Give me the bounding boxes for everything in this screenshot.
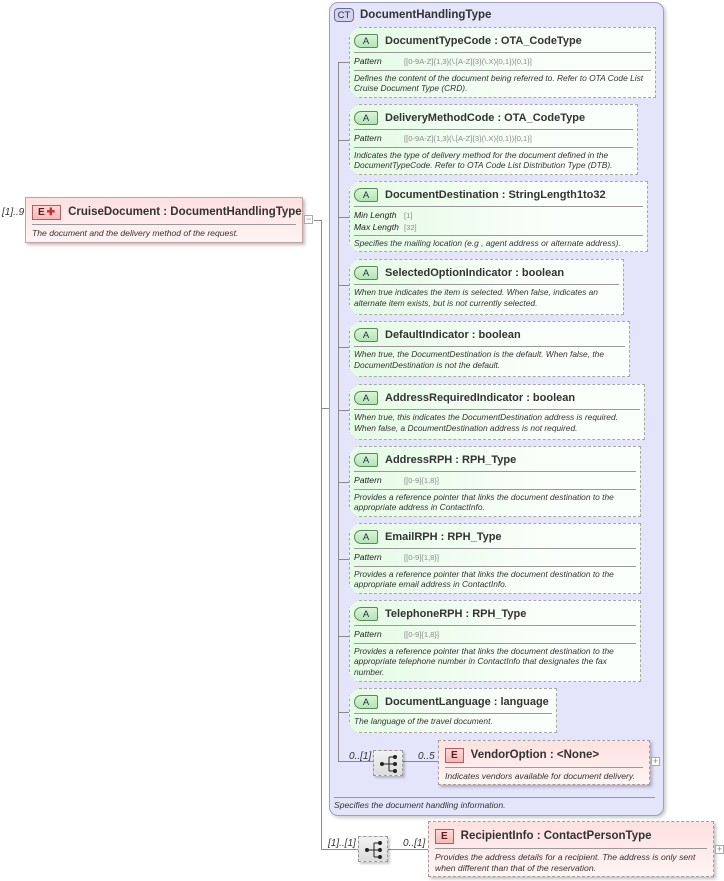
attribute-title: DocumentLanguage : language — [385, 696, 549, 708]
attribute-facets: Pattern[[0-9A-Z]{1,3}(\.[A-Z]{3}(\.X){0,… — [354, 52, 651, 70]
attribute-documenttypecode[interactable]: A DocumentTypeCode : OTA_CodeType Pattern… — [349, 27, 656, 98]
attribute-description: Specifies the mailing location (e.g , ag… — [354, 235, 643, 249]
occurrence-label: [1]..[1] — [328, 838, 356, 849]
occurrence-label: 0..[1] — [349, 751, 372, 762]
connector — [338, 636, 349, 637]
attribute-badge-icon: A — [354, 328, 378, 342]
connector — [314, 220, 322, 221]
attribute-facets: Pattern[[0-9A-Z]{1,3}(\.[A-Z]{3}(\.X){0,… — [354, 129, 633, 147]
attribute-badge-icon: A — [354, 530, 378, 544]
connector — [338, 761, 373, 762]
connector — [338, 140, 349, 141]
collapse-toggle-icon[interactable]: − — [304, 214, 313, 224]
root-element-cruisedocument[interactable]: E✚ CruiseDocument : DocumentHandlingType… — [25, 197, 303, 243]
expand-toggle-icon[interactable]: + — [715, 844, 724, 854]
complex-type-description: Specifies the document handling informat… — [334, 797, 655, 810]
connector — [338, 712, 349, 713]
attribute-deliverymethodcode[interactable]: A DeliveryMethodCode : OTA_CodeType Patte… — [349, 104, 638, 175]
attribute-title: DocumentTypeCode : OTA_CodeType — [385, 35, 582, 47]
attribute-description: When true indicates the item is selected… — [354, 284, 619, 308]
complex-type-title: DocumentHandlingType — [360, 9, 492, 21]
attribute-badge-icon: A — [354, 453, 378, 467]
attribute-title: TelephoneRPH : RPH_Type — [385, 608, 527, 620]
element-badge-icon: E✚ — [32, 204, 62, 220]
element-title: VendorOption : <None> — [470, 749, 600, 761]
element-badge-icon: E — [435, 828, 454, 844]
attribute-description: Defines the content of the document bein… — [354, 70, 651, 94]
attribute-badge-icon: A — [354, 111, 378, 125]
element-badge-icon: E — [445, 747, 464, 763]
attribute-title: AddressRequiredIndicator : boolean — [385, 392, 576, 404]
attribute-description: When true, this indicates the DocumentDe… — [354, 409, 640, 433]
attribute-title: DeliveryMethodCode : OTA_CodeType — [385, 112, 586, 124]
attribute-badge-icon: A — [354, 391, 378, 405]
attribute-badge-icon: A — [354, 607, 378, 621]
occurrence-label: 0..[1] — [403, 838, 426, 849]
element-title: RecipientInfo : ContactPersonType — [460, 830, 652, 842]
connector — [338, 482, 349, 483]
connector — [338, 559, 349, 560]
attribute-badge-icon: A — [354, 34, 378, 48]
element-description: Indicates vendors available for document… — [445, 767, 643, 782]
attribute-description: Indicates the type of delivery method fo… — [354, 147, 633, 171]
element-description: The document and the delivery method of … — [32, 224, 296, 239]
connector — [338, 410, 349, 411]
attribute-facets: Min Length[1] Max Length[32] — [354, 206, 643, 235]
attribute-telephonerph[interactable]: A TelephoneRPH : RPH_Type Pattern[[0-9]{1… — [349, 600, 641, 682]
connector — [338, 285, 349, 286]
attribute-facets: Pattern[[0-9]{1,8}] — [354, 471, 636, 489]
attribute-title: DefaultIndicator : boolean — [385, 329, 521, 341]
element-vendoroption[interactable]: E VendorOption : <None> Indicates vendors… — [438, 740, 650, 785]
element-title: CruiseDocument : DocumentHandlingType — [68, 206, 302, 218]
attribute-title: EmailRPH : RPH_Type — [385, 531, 502, 543]
connector — [338, 62, 349, 63]
attribute-defaultindicator[interactable]: A DefaultIndicator : boolean When true, t… — [349, 321, 630, 377]
connector — [321, 220, 322, 850]
attribute-description: The language of the travel document. — [354, 713, 552, 727]
attribute-title: DocumentDestination : StringLength1to32 — [385, 189, 606, 201]
attribute-description: Provides a reference pointer that links … — [354, 489, 636, 513]
attribute-documentlanguage[interactable]: A DocumentLanguage : language The languag… — [349, 688, 557, 733]
attribute-title: SelectedOptionIndicator : boolean — [385, 267, 565, 279]
occurrence-label: [1]..9 — [2, 207, 25, 218]
attribute-documentdestination[interactable]: A DocumentDestination : StringLength1to32… — [349, 181, 648, 252]
attribute-description: Provides a reference pointer that links … — [354, 566, 636, 590]
connector — [321, 408, 329, 409]
attribute-facets: Pattern[[0-9]{1,8}] — [354, 548, 636, 566]
attribute-emailrph[interactable]: A EmailRPH : RPH_Type Pattern[[0-9]{1,8}]… — [349, 523, 641, 594]
connector — [403, 761, 438, 762]
sequence-compositor[interactable] — [373, 750, 403, 776]
connector — [388, 849, 430, 850]
attribute-badge-icon: A — [354, 695, 378, 709]
attribute-addressrph[interactable]: A AddressRPH : RPH_Type Pattern[[0-9]{1,8… — [349, 446, 641, 517]
attribute-title: AddressRPH : RPH_Type — [385, 454, 517, 466]
attribute-badge-icon: A — [354, 266, 378, 280]
occurrence-label: 0..5 — [418, 751, 435, 762]
attribute-facets: Pattern[[0-9]{1,8}] — [354, 625, 636, 643]
connector — [321, 849, 359, 850]
connector — [338, 347, 349, 348]
attribute-description: When true, the DocumentDestination is th… — [354, 346, 625, 370]
connector — [338, 217, 349, 218]
attribute-description: Provides a reference pointer that links … — [354, 643, 636, 678]
attribute-addressrequiredindicator[interactable]: A AddressRequiredIndicator : boolean When… — [349, 384, 645, 440]
sequence-compositor[interactable] — [358, 836, 388, 862]
expand-toggle-icon[interactable]: + — [651, 756, 660, 766]
element-description: Provides the address details for a recip… — [435, 848, 707, 873]
attribute-badge-icon: A — [354, 188, 378, 202]
sequence-icon — [380, 755, 397, 773]
connector — [338, 62, 339, 762]
complex-type-badge-icon: CT — [334, 8, 354, 22]
attribute-selectedoptionindicator[interactable]: A SelectedOptionIndicator : boolean When … — [349, 259, 624, 315]
sequence-icon — [365, 841, 382, 859]
element-recipientinfo[interactable]: E RecipientInfo : ContactPersonType Provi… — [428, 821, 714, 877]
